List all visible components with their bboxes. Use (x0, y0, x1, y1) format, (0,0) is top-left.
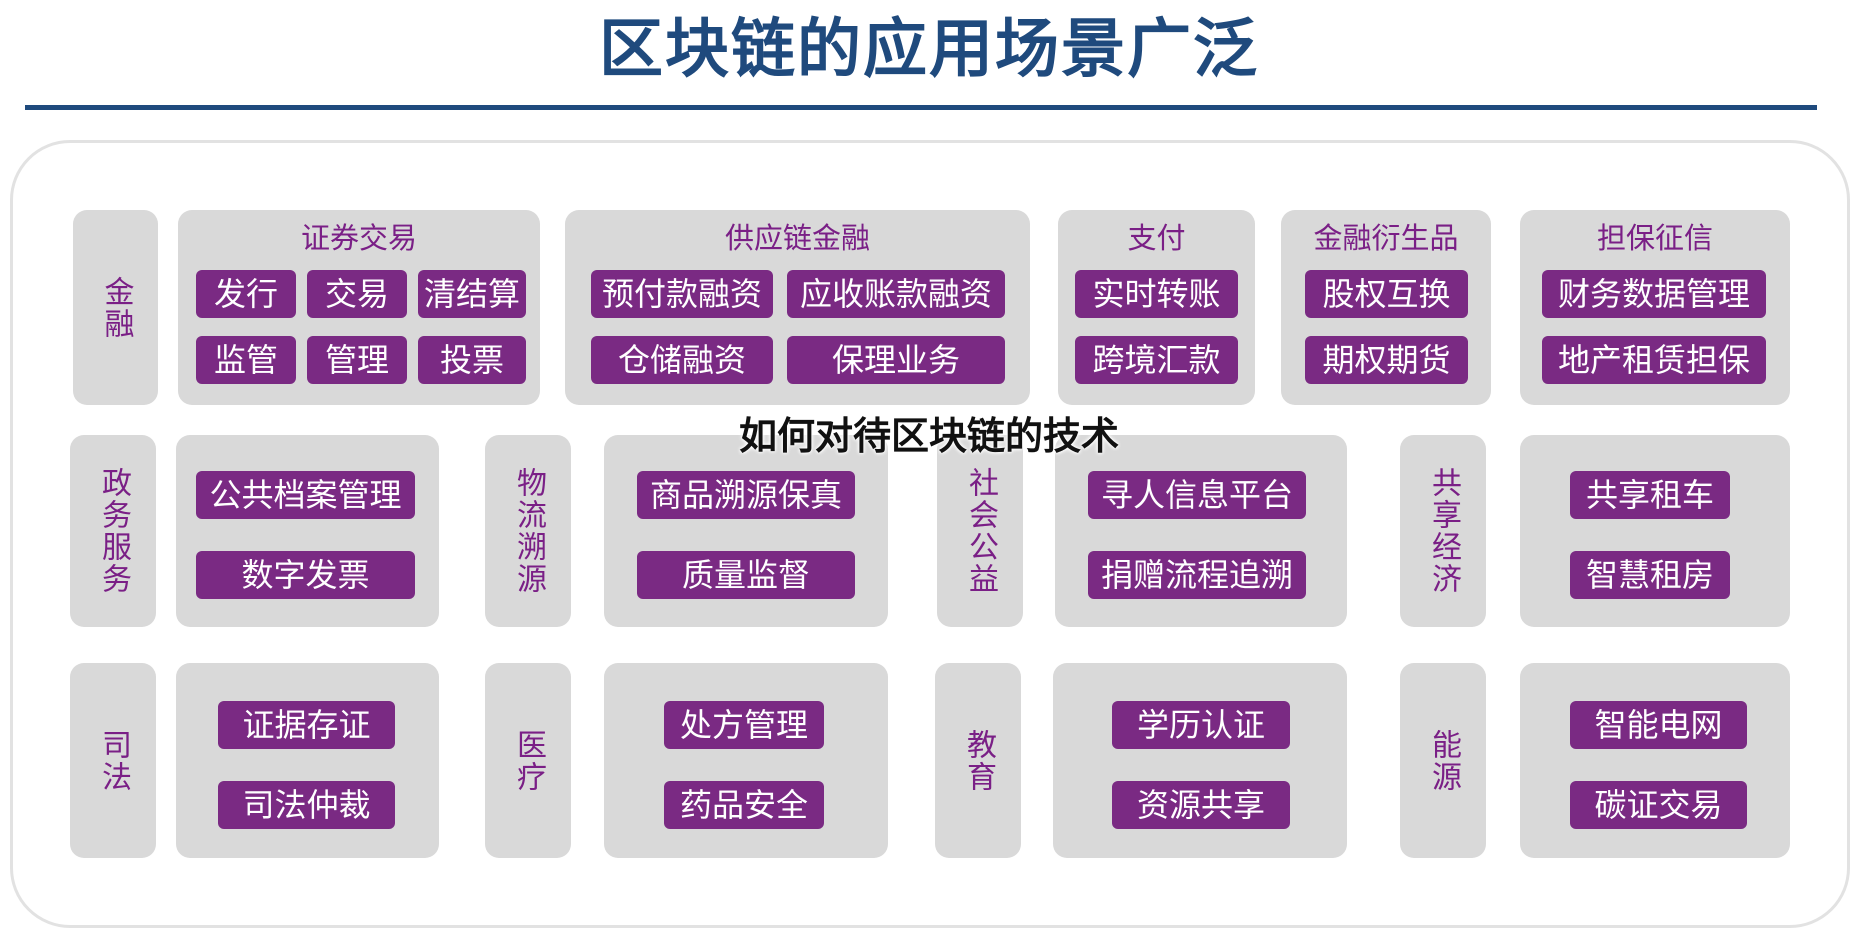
group-supply-chain-finance: 供应链金融 预付款融资 应收账款融资 仓储融资 保理业务 (565, 210, 1030, 405)
tag-missing-person-platform: 寻人信息平台 (1088, 471, 1306, 519)
overlay-caption: 如何对待区块链的技术 (738, 414, 1119, 458)
group-securities-trading: 证券交易 发行 交易 清结算 监管 管理 投票 (178, 210, 540, 405)
group-judicial: 证据存证 司法仲裁 (176, 663, 439, 858)
tag-supervision: 监管 (196, 336, 296, 384)
tag-degree-verification: 学历认证 (1112, 701, 1290, 749)
group-education: 学历认证 资源共享 (1053, 663, 1347, 858)
tag-management: 管理 (307, 336, 407, 384)
group-energy: 智能电网 碳证交易 (1520, 663, 1790, 858)
tag-quality-supervision: 质量监督 (637, 551, 855, 599)
tag-donation-tracing: 捐赠流程追溯 (1088, 551, 1306, 599)
tag-equity-swap: 股权互换 (1305, 270, 1468, 318)
group-title: 支付 (1127, 221, 1186, 255)
tag-carbon-trading: 碳证交易 (1570, 781, 1747, 829)
category-label-energy: 能源 (1400, 663, 1486, 858)
group-public-welfare: 寻人信息平台 捐赠流程追溯 (1055, 435, 1347, 627)
category-label-public-welfare: 社会公益 (937, 435, 1023, 627)
group-sharing-economy: 共享租车 智慧租房 (1520, 435, 1790, 627)
group-payment: 支付 实时转账 跨境汇款 (1058, 210, 1255, 405)
tag-judicial-arbitration: 司法仲裁 (218, 781, 395, 829)
tag-product-traceability: 商品溯源保真 (637, 471, 855, 519)
tag-voting: 投票 (418, 336, 526, 384)
tag-issue: 发行 (196, 270, 296, 318)
category-label-finance: 金融 (73, 210, 158, 405)
category-label-government: 政务服务 (70, 435, 156, 627)
tag-prepayment-financing: 预付款融资 (591, 270, 773, 318)
tag-resource-sharing: 资源共享 (1112, 781, 1290, 829)
group-title: 担保征信 (1596, 221, 1713, 255)
tag-car-sharing: 共享租车 (1570, 471, 1730, 519)
title-divider (25, 105, 1817, 110)
tag-digital-invoice: 数字发票 (196, 551, 415, 599)
group-logistics: 商品溯源保真 质量监督 (604, 435, 888, 627)
group-title: 供应链金融 (724, 221, 870, 255)
group-title: 证券交易 (300, 221, 417, 255)
tag-public-archives: 公共档案管理 (196, 471, 415, 519)
tag-real-estate-lease-guarantee: 地产租赁担保 (1542, 336, 1766, 384)
tag-options-futures: 期权期货 (1305, 336, 1468, 384)
tag-smart-grid: 智能电网 (1570, 701, 1747, 749)
tag-financial-data-management: 财务数据管理 (1542, 270, 1766, 318)
tag-clearing: 清结算 (418, 270, 526, 318)
tag-prescription-management: 处方管理 (664, 701, 824, 749)
tag-smart-rental: 智慧租房 (1570, 551, 1730, 599)
group-medical: 处方管理 药品安全 (604, 663, 888, 858)
category-label-logistics: 物流溯源 (485, 435, 571, 627)
tag-trading: 交易 (307, 270, 407, 318)
tag-receivables-financing: 应收账款融资 (787, 270, 1005, 318)
category-label-sharing-economy: 共享经济 (1400, 435, 1486, 627)
category-label-education: 教育 (935, 663, 1021, 858)
group-derivatives: 金融衍生品 股权互换 期权期货 (1281, 210, 1491, 405)
category-label-judicial: 司法 (70, 663, 156, 858)
tag-drug-safety: 药品安全 (664, 781, 824, 829)
category-label-medical: 医疗 (485, 663, 571, 858)
page-title: 区块链的应用场景广泛 (599, 13, 1259, 87)
tag-warehouse-financing: 仓储融资 (591, 336, 773, 384)
tag-realtime-transfer: 实时转账 (1075, 270, 1238, 318)
tag-factoring: 保理业务 (787, 336, 1005, 384)
tag-evidence-storage: 证据存证 (218, 701, 395, 749)
group-credit-guarantee: 担保征信 财务数据管理 地产租赁担保 (1520, 210, 1790, 405)
group-government: 公共档案管理 数字发票 (176, 435, 439, 627)
group-title: 金融衍生品 (1313, 221, 1459, 255)
tag-cross-border-remittance: 跨境汇款 (1075, 336, 1238, 384)
